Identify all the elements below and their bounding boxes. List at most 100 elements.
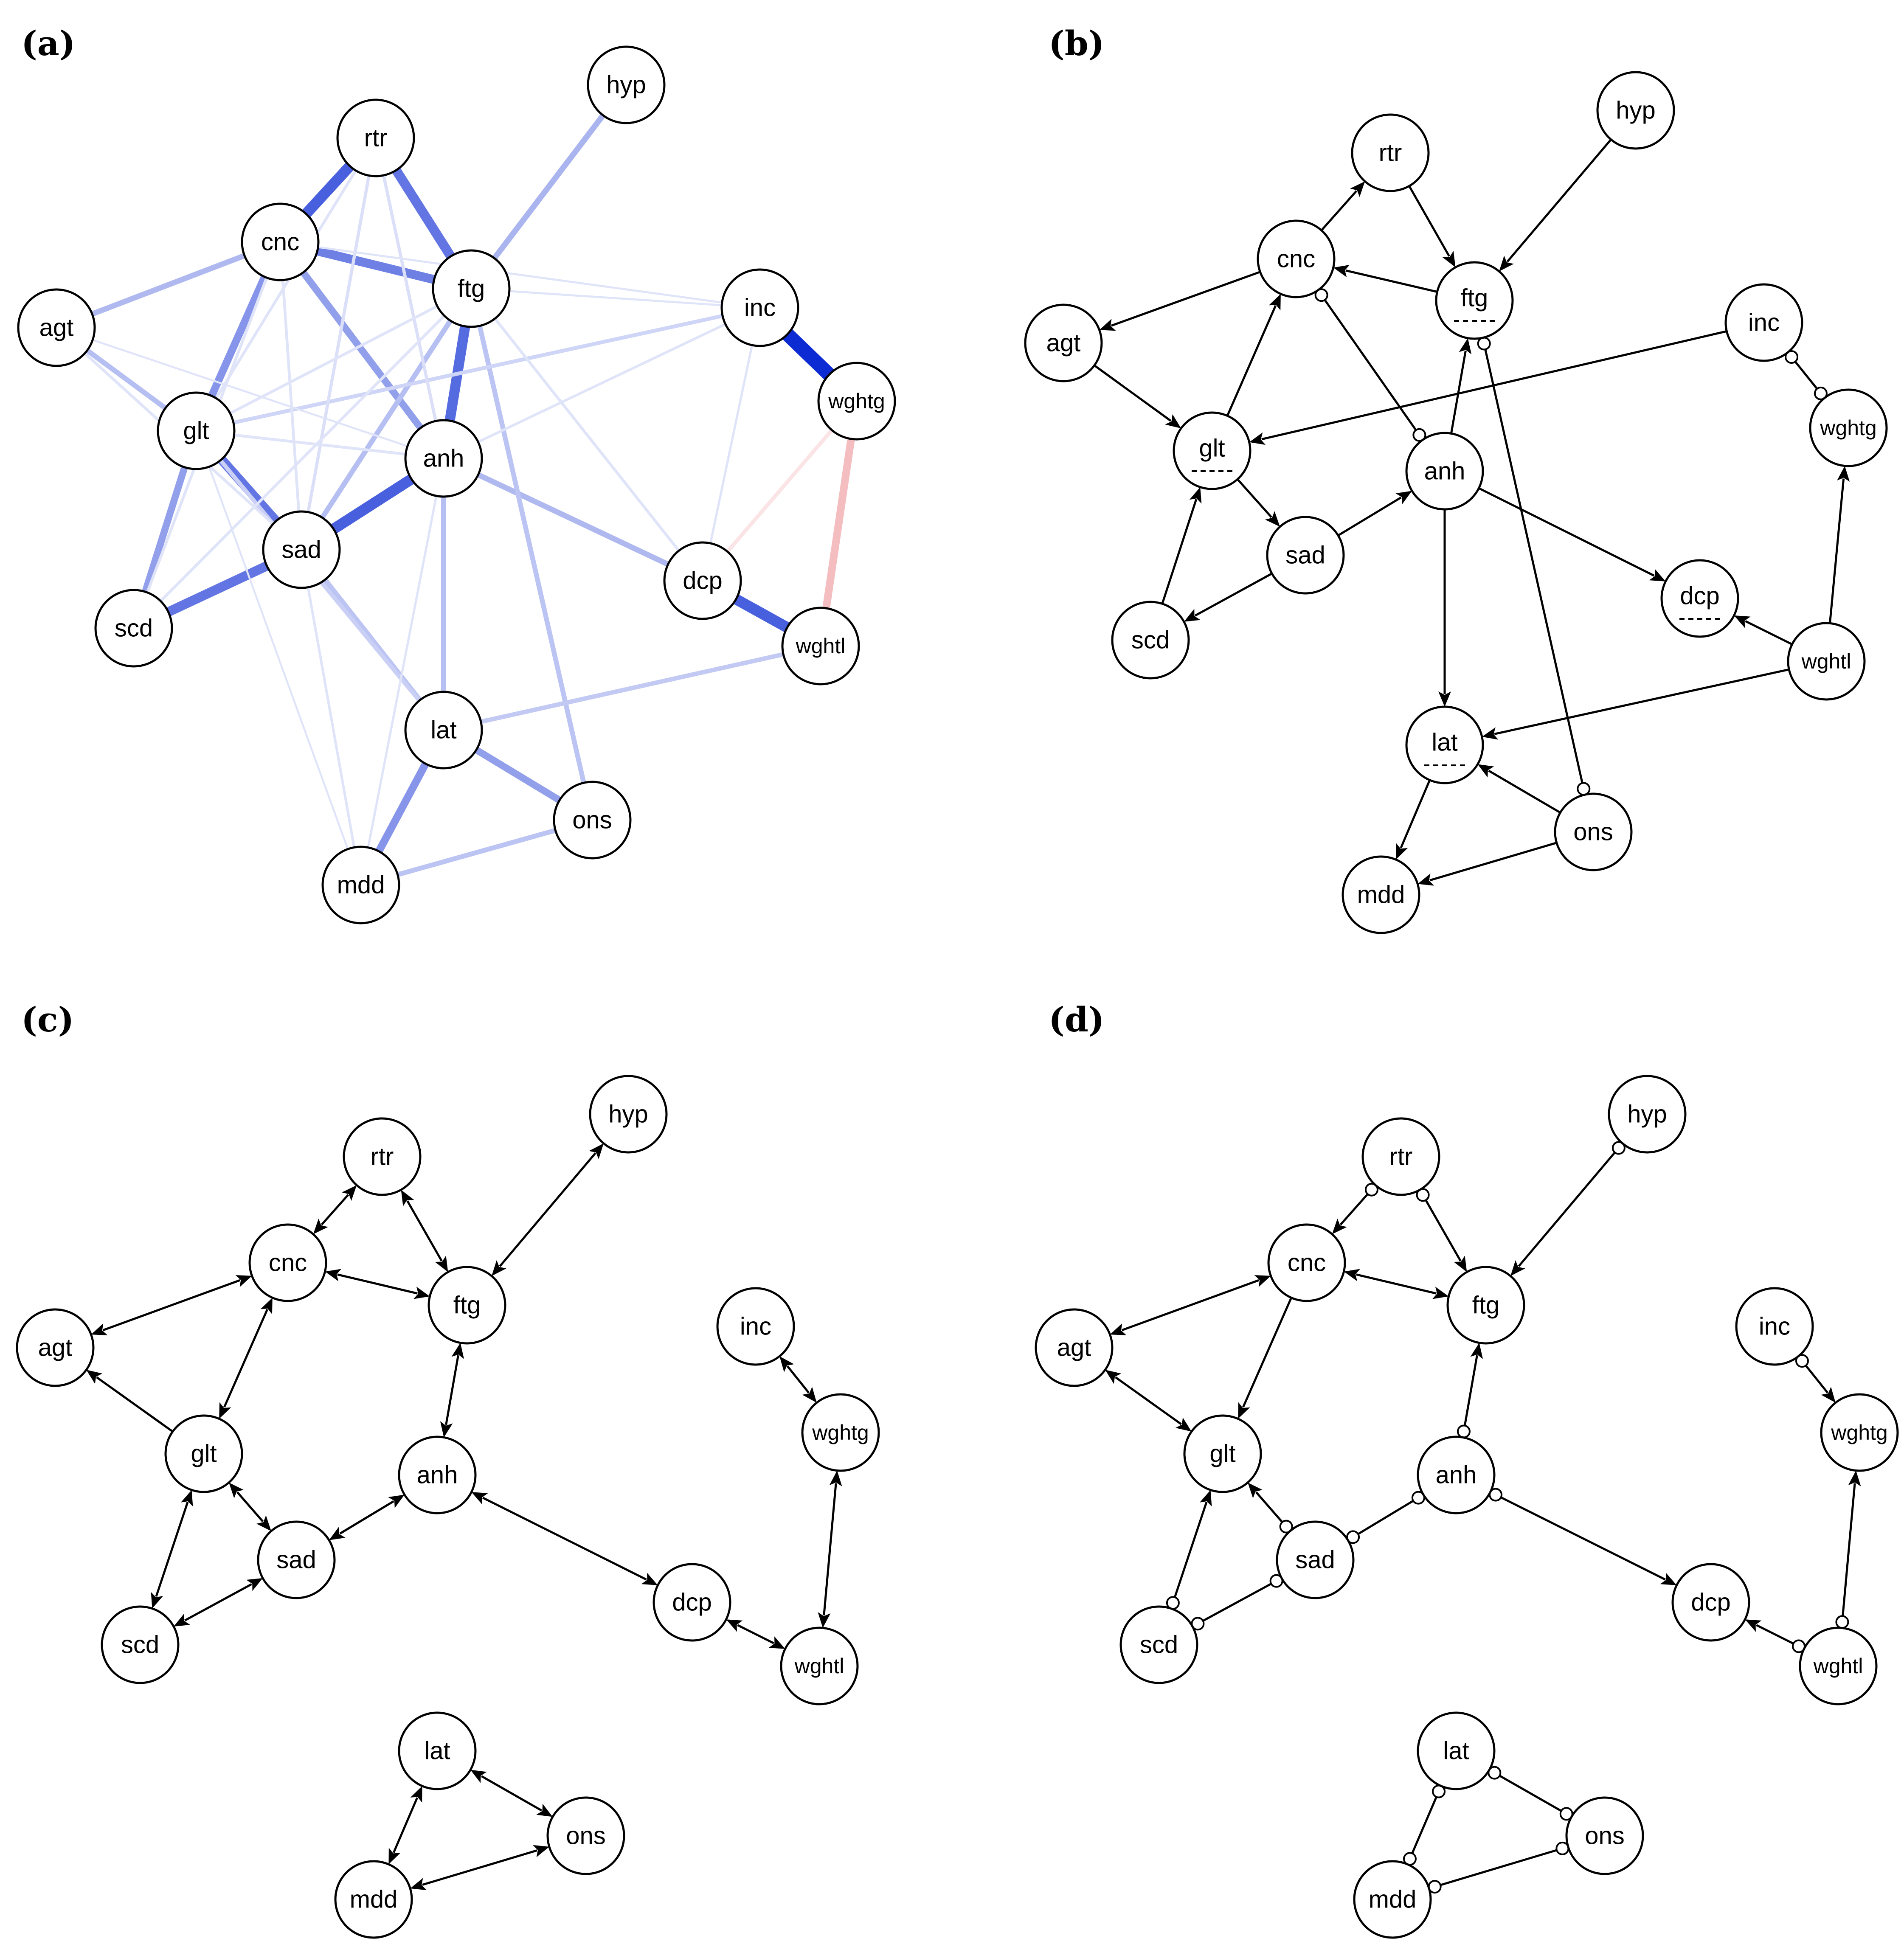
node-wghtg-label: wghtg [1831,1421,1887,1444]
edge-ons-ftg-line [1484,349,1583,784]
edge-rtr-ftg [401,1190,448,1272]
node-agt-label: agt [39,314,74,342]
edge-ons-lat [1477,764,1561,814]
node-glt: glt [164,1414,243,1493]
edge-mdd-ons [410,1845,549,1891]
node-lat-circle [1405,705,1484,784]
edge-cnc-glt-line [223,1309,268,1408]
edge-dcp-wghtl-line [737,1624,774,1644]
node-wghtg-label: wghtg [1820,416,1876,440]
node-glt-circle [1173,411,1252,490]
edge-hyp-ftg [492,1143,604,1276]
edge-wghtg-wghtl [817,397,861,650]
edge-wghtg-wghtl-tail-arrowhead [829,1470,842,1486]
node-glt-circle [1183,1414,1262,1493]
edge-cnc-agt-line [1111,271,1261,327]
edge-cnc-rtr-head-arrowhead [1350,181,1365,197]
edge-glt-sad [1237,478,1280,527]
edge-anh-dcp [471,1492,658,1585]
node-agt-circle [1024,303,1103,382]
edge-scd-glt [1161,487,1202,604]
node-cnc-circle [248,1223,327,1302]
node-sad-circle [262,510,341,589]
edge-ons-lat-head-arrowhead [1477,764,1494,778]
node-hyp-circle [1608,1075,1687,1154]
edge-cnc-agt [1110,1275,1271,1335]
edge-sad-scd-line [184,1583,252,1621]
edge-wghtl-dcp-head-arrowhead [1734,615,1751,628]
node-wghtl-label: wghtl [794,1654,844,1678]
edge-dcp-wghtl-head-arrowhead [768,1636,785,1649]
edge-cnc-ftg-head-arrowhead [413,1287,430,1299]
node-sad: sad [262,510,341,589]
edge-cnc-ftg-line [337,1273,418,1295]
edge-sad-anh-tail-arrowhead [329,1527,346,1540]
node-anh-circle [398,1436,477,1514]
node-ftg-label: ftg [1472,1292,1500,1319]
edge-agt-glt [1105,1370,1192,1432]
edge-cnc-agt-head-arrowhead [1110,1323,1127,1335]
edge-glt-cnc-line [1226,305,1277,416]
edge-lat-ons-tail-arrowhead [470,1770,487,1783]
edge-lat-mdd [1403,1784,1446,1866]
edge-lat-ons-line [1499,1775,1562,1812]
edge-ftg-glt [194,287,473,433]
node-glt: glt [1173,411,1252,490]
edge-sad-scd [174,1578,263,1627]
node-lat: lat [404,691,483,770]
panel-c-edges [86,1143,842,1891]
node-dcp-label: dcp [683,567,723,595]
node-ftg-circle [432,249,511,328]
node-mdd-circle [1353,1860,1432,1939]
node-agt-label: agt [1057,1334,1091,1362]
edge-rtr-ftg-head-arrowhead [435,1256,448,1272]
edge-wghtl-wghtg-line [1842,1483,1856,1616]
edge-inc-wghtg-line [787,1365,810,1393]
node-wghtl-circle [780,1627,859,1705]
node-agt: agt [1024,303,1103,382]
edge-cnc-ftg-line [1356,1273,1437,1295]
node-wghtg-circle [1809,388,1888,467]
edge-sad-anh [1337,491,1412,537]
edge-lat-ons [1488,1766,1573,1821]
edge-glt-cnc-head-arrowhead [1268,294,1281,311]
edge-rtr-ftg [1408,185,1456,267]
edge-rtr-ftg-line [406,1200,443,1262]
edge-glt-sad-line [1237,478,1272,518]
node-mdd-label: mdd [1357,881,1405,909]
node-ons-circle [1554,792,1633,871]
node-glt-label: glt [1209,1440,1235,1468]
node-hyp: hyp [589,1075,668,1154]
edge-lat-mdd [1396,779,1431,860]
edge-anh-ftg [1457,1343,1483,1438]
edge-sad-anh [1346,1491,1425,1544]
node-wghtg-label: wghtg [812,1421,869,1444]
edge-cnc-ftg-tail-arrowhead [325,1269,342,1281]
edge-ftg-dcp [470,287,704,582]
edge-mdd-ons-line [422,1849,537,1886]
edge-lat-ons-line [481,1775,543,1812]
edge-cnc-ftg [325,1269,430,1299]
node-sad: sad [1276,1520,1355,1599]
panel-d-label: (d) [1049,1000,1105,1039]
node-ftg-circle [427,1266,506,1345]
edge-sad-glt-head-arrowhead [1248,1482,1263,1498]
edge-cnc-glt-tail-arrowhead [260,1298,273,1315]
node-ftg-circle [1446,1266,1525,1345]
edge-anh-mdd [360,457,445,886]
edge-hyp-ftg-line [1506,139,1612,263]
edge-glt-scd-tail-arrowhead [180,1490,193,1507]
node-inc: inc [1724,283,1803,362]
node-sad-label: sad [1295,1546,1335,1574]
node-anh: anh [398,1436,477,1514]
node-scd-circle [94,589,173,668]
node-agt-label: agt [1046,329,1081,357]
node-hyp-label: hyp [608,1101,648,1128]
edge-agt-glt [1094,364,1181,429]
edge-wghtl-wghtg-line [1828,478,1845,624]
node-cnc: cnc [1257,219,1336,298]
edge-wghtl-wghtg-head-arrowhead [1837,466,1850,482]
node-glt: glt [157,391,236,470]
node-ftg: ftg [1435,261,1514,340]
edge-wghtl-lat-head-arrowhead [1482,727,1499,740]
